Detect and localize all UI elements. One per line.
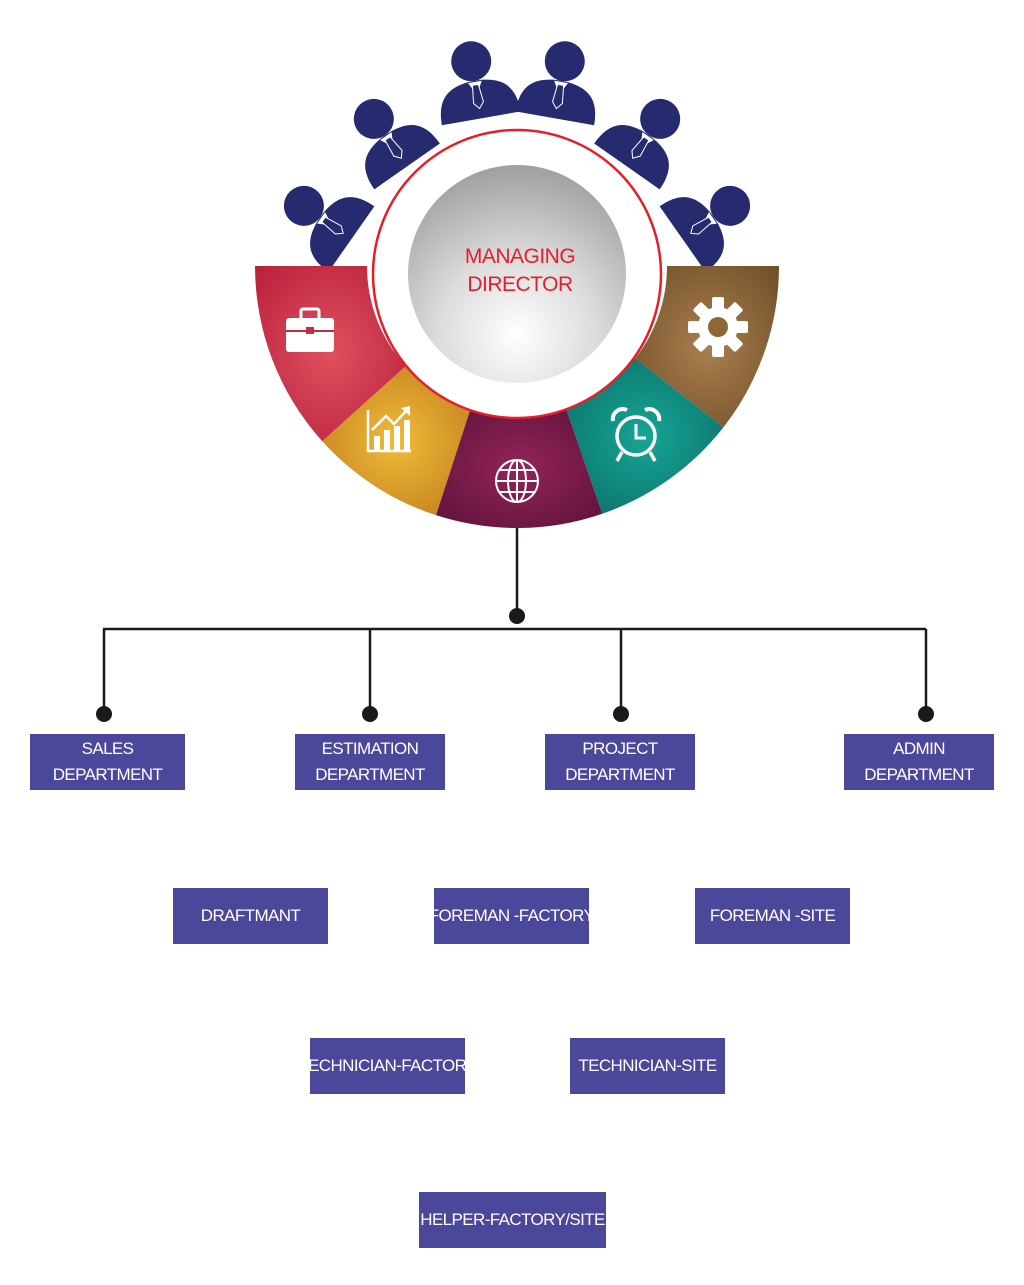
alarm-clock-icon (610, 407, 662, 462)
draftmant-box[interactable]: DRAFTMANT (173, 888, 328, 944)
project-line2: DEPARTMENT (565, 765, 675, 784)
estimation-department-box[interactable]: ESTIMATION DEPARTMENT (295, 734, 445, 790)
ring-segment-3 (436, 407, 603, 529)
technician-site-box[interactable]: TECHNICIAN-SITE (570, 1038, 725, 1094)
draftmant-label: DRAFTMANT (200, 906, 301, 925)
estimation-line2: DEPARTMENT (315, 765, 425, 784)
director-label-line1: MANAGING (464, 245, 576, 268)
businessman-icon (659, 185, 751, 272)
department-ring (255, 266, 779, 529)
admin-line1: ADMIN (893, 739, 945, 758)
technician-site-label: TECHNICIAN-SITE (578, 1056, 717, 1075)
connector-lines (102, 528, 928, 713)
end-dot-admin (918, 706, 934, 722)
project-department-box[interactable]: PROJECT DEPARTMENT (545, 734, 695, 790)
businessman-icon (353, 98, 440, 190)
director-sphere (408, 165, 626, 383)
end-dot-estimation (362, 706, 378, 722)
admin-department-box[interactable]: ADMIN DEPARTMENT (844, 734, 994, 790)
foreman-factory-label: FOREMAN -FACTORY (434, 906, 589, 925)
foreman-factory-box[interactable]: FOREMAN -FACTORY (434, 888, 589, 944)
helper-factory-site-box[interactable]: HELPER-FACTORY/SITE (419, 1192, 606, 1248)
businessman-icon (515, 41, 596, 126)
technician-factory-box[interactable]: TECHNICIAN-FACTORY (310, 1038, 465, 1094)
technician-factory-label: TECHNICIAN-FACTORY (310, 1056, 465, 1075)
director-label-line2: DIRECTOR (467, 273, 573, 296)
estimation-line1: ESTIMATION (321, 739, 419, 758)
connector-dots (96, 608, 934, 722)
globe-icon (495, 459, 539, 503)
admin-line2: DEPARTMENT (864, 765, 974, 784)
end-dot-sales (96, 706, 112, 722)
sales-department-box[interactable]: SALES DEPARTMENT (30, 734, 185, 790)
businessman-icon (440, 41, 521, 126)
briefcase-icon (286, 307, 334, 352)
managing-director-label: MANAGING DIRECTOR (430, 243, 610, 299)
ring-segment-1 (255, 266, 406, 442)
helper-factory-site-label: HELPER-FACTORY/SITE (420, 1210, 605, 1229)
businessman-icon (594, 98, 681, 190)
ring-segment-4 (565, 358, 724, 514)
executive-people-group (283, 41, 751, 272)
end-dot-project (613, 706, 629, 722)
project-line1: PROJECT (582, 739, 658, 758)
foreman-site-box[interactable]: FOREMAN -SITE (695, 888, 850, 944)
ring-segment-5 (635, 266, 779, 428)
junction-dot (509, 608, 525, 624)
sales-line2: DEPARTMENT (52, 765, 163, 784)
foreman-site-label: FOREMAN -SITE (709, 906, 836, 925)
sales-line1: SALES (81, 739, 134, 758)
growth-chart-icon (366, 406, 411, 453)
gear-icon (688, 297, 748, 357)
businessman-icon (283, 185, 375, 272)
